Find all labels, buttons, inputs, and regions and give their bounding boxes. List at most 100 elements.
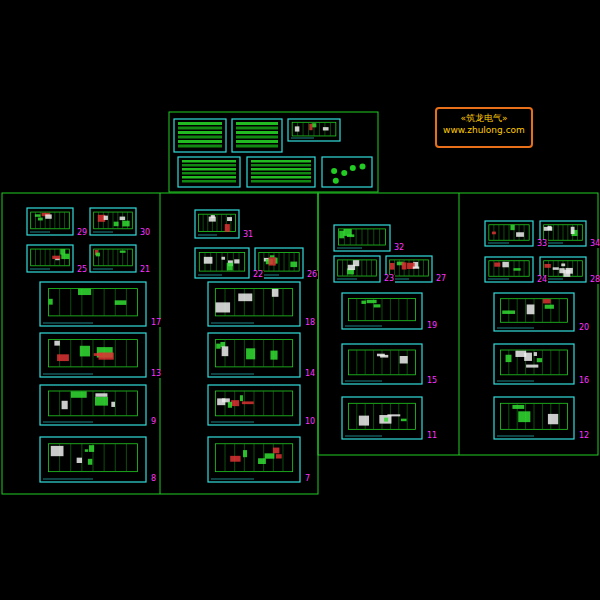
sheet-border bbox=[208, 437, 300, 482]
grid-line bbox=[108, 212, 109, 229]
symbol bbox=[341, 170, 347, 176]
room-fill bbox=[506, 355, 512, 362]
grid-line bbox=[103, 249, 104, 266]
floor-outline bbox=[31, 212, 70, 229]
plan-sheet bbox=[90, 208, 136, 235]
grid-line bbox=[356, 403, 357, 429]
grid-line bbox=[282, 444, 283, 472]
plan-sheet bbox=[27, 208, 73, 235]
grid-line bbox=[508, 403, 509, 429]
grid-line bbox=[244, 289, 245, 316]
grid-line bbox=[407, 298, 408, 320]
sheet-border bbox=[334, 256, 380, 282]
room-fill bbox=[243, 450, 247, 457]
grid-line bbox=[407, 403, 408, 429]
room-fill bbox=[339, 231, 344, 239]
plan-sheet bbox=[494, 293, 574, 331]
room-fill bbox=[227, 217, 232, 221]
callout-number: 34 bbox=[589, 240, 600, 248]
table-row bbox=[251, 172, 311, 175]
callout-number: 12 bbox=[578, 432, 590, 440]
floor-outline bbox=[48, 340, 137, 367]
grid-line bbox=[225, 444, 226, 472]
callout-number: 23 bbox=[383, 275, 395, 283]
grid-line bbox=[263, 289, 264, 316]
plan-sheet bbox=[485, 257, 533, 282]
grid-line bbox=[221, 214, 222, 231]
grid-line bbox=[233, 253, 234, 272]
room-fill bbox=[534, 352, 537, 356]
grid-line bbox=[282, 289, 283, 316]
room-fill bbox=[367, 300, 377, 303]
callout-number: 18 bbox=[304, 319, 316, 327]
grid-line bbox=[308, 122, 309, 136]
room-fill bbox=[413, 267, 419, 269]
room-fill bbox=[216, 302, 231, 312]
grid-line bbox=[525, 299, 526, 323]
grid-line bbox=[498, 225, 499, 241]
plan-sheet bbox=[208, 437, 300, 482]
grid-line bbox=[282, 340, 283, 367]
room-fill bbox=[258, 458, 266, 464]
plan-sheet bbox=[232, 119, 282, 152]
grid-line bbox=[104, 444, 105, 472]
title-line bbox=[345, 326, 382, 327]
plan-sheet bbox=[178, 157, 240, 187]
grid-line bbox=[559, 350, 560, 375]
plan-sheet bbox=[334, 256, 380, 282]
grid-line bbox=[126, 444, 127, 472]
room-fill bbox=[62, 401, 68, 409]
floor-outline bbox=[48, 391, 137, 416]
grid-line bbox=[222, 253, 223, 272]
grid-line bbox=[54, 212, 55, 229]
plan-sheet bbox=[195, 248, 249, 278]
room-fill bbox=[51, 446, 64, 456]
grid-line bbox=[342, 260, 343, 276]
callout-number: 10 bbox=[304, 418, 316, 426]
title-line bbox=[497, 328, 534, 329]
callout-number: 32 bbox=[393, 244, 405, 252]
grid-line bbox=[303, 122, 304, 136]
floor-outline bbox=[390, 260, 429, 276]
callout-number: 7 bbox=[304, 475, 311, 483]
grid-line bbox=[117, 249, 118, 266]
callout-number: 14 bbox=[304, 370, 316, 378]
frame-divider bbox=[459, 193, 460, 455]
grid-line bbox=[356, 350, 357, 375]
floor-outline bbox=[348, 350, 415, 375]
grid-line bbox=[126, 340, 127, 367]
grid-line bbox=[423, 260, 424, 276]
title-line bbox=[43, 422, 93, 423]
room-fill bbox=[401, 419, 407, 422]
table-row bbox=[178, 140, 222, 143]
room-fill bbox=[273, 448, 279, 454]
floor-outline bbox=[292, 122, 336, 136]
callout-number: 17 bbox=[150, 319, 162, 327]
room-fill bbox=[377, 354, 385, 357]
floor-outline bbox=[31, 249, 70, 266]
room-fill bbox=[559, 268, 564, 273]
grid-line bbox=[230, 214, 231, 231]
table-row bbox=[236, 131, 278, 134]
callout-number: 28 bbox=[589, 276, 600, 284]
callout-number: 26 bbox=[306, 271, 318, 279]
room-fill bbox=[85, 449, 88, 452]
sheet-border bbox=[334, 225, 390, 251]
sheet-border bbox=[90, 245, 136, 272]
floor-outline bbox=[215, 340, 292, 367]
grid-line bbox=[45, 249, 46, 266]
room-fill bbox=[95, 393, 107, 396]
room-fill bbox=[242, 401, 254, 404]
room-fill bbox=[88, 459, 92, 465]
grid-line bbox=[508, 350, 509, 375]
table-row bbox=[236, 136, 278, 139]
table-row bbox=[251, 160, 311, 163]
grid-line bbox=[254, 444, 255, 472]
callout-number: 19 bbox=[426, 322, 438, 330]
frame-border bbox=[2, 193, 318, 494]
room-fill bbox=[231, 400, 239, 406]
title-line bbox=[337, 248, 362, 249]
room-fill bbox=[96, 253, 100, 257]
room-fill bbox=[537, 358, 542, 362]
